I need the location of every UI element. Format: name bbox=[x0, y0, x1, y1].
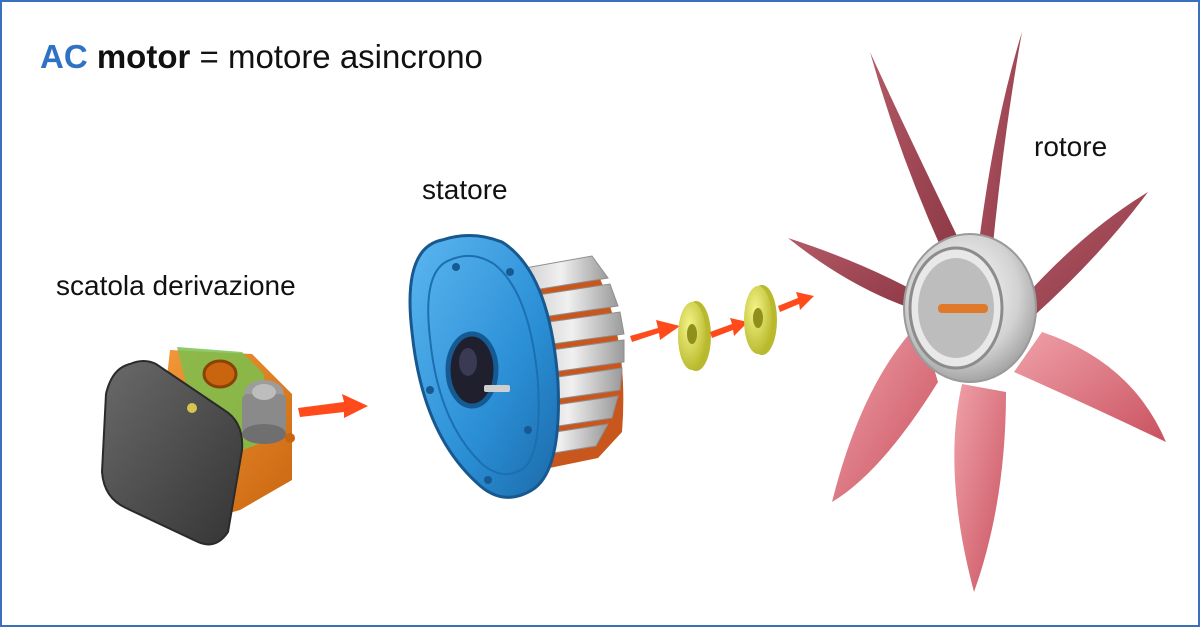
junction-box-illustration bbox=[100, 347, 295, 546]
arrow-right-4 bbox=[778, 292, 814, 312]
title-rest: = motore asincrono bbox=[190, 38, 483, 75]
washer-1-illustration bbox=[678, 301, 711, 371]
label-junction-box: scatola derivazione bbox=[56, 270, 296, 301]
label-stator: statore bbox=[422, 174, 508, 205]
rotor-fan-illustration bbox=[788, 32, 1166, 592]
stator-illustration bbox=[408, 234, 625, 499]
title-ac: AC bbox=[40, 38, 88, 75]
washer-2-illustration bbox=[744, 285, 777, 355]
label-rotor: rotore bbox=[1034, 131, 1108, 162]
slide-title: AC motor = motore asincrono bbox=[40, 38, 483, 76]
arrow-right-3 bbox=[710, 318, 748, 338]
cable-gland bbox=[242, 380, 286, 444]
title-motor: motor bbox=[96, 38, 191, 75]
arrow-right-1 bbox=[298, 394, 368, 418]
arrow-right-2 bbox=[630, 320, 680, 342]
